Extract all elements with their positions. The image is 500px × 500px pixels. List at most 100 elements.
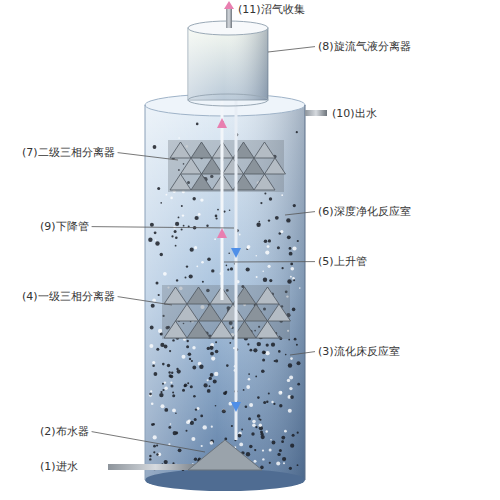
particle xyxy=(269,197,272,200)
particle xyxy=(194,246,197,249)
particle xyxy=(223,392,226,395)
particle xyxy=(169,374,172,377)
particle xyxy=(168,426,171,429)
particle xyxy=(257,396,260,399)
particle xyxy=(152,364,155,367)
particle xyxy=(195,216,199,220)
distributor-cone xyxy=(188,440,262,470)
particle xyxy=(173,431,177,435)
particle xyxy=(214,238,216,240)
particle xyxy=(198,213,201,216)
callout-label: (11)沼气收集 xyxy=(238,3,305,16)
separator-hood xyxy=(202,158,223,174)
callout-label: (10)出水 xyxy=(332,107,377,120)
downcomer-arrows xyxy=(231,72,241,412)
particle xyxy=(172,394,175,397)
particle xyxy=(247,245,251,249)
particle xyxy=(275,359,278,362)
first-three-phase-separator xyxy=(162,285,291,339)
particle xyxy=(226,364,229,367)
separator-hood xyxy=(244,158,265,174)
separator-hood xyxy=(187,287,210,304)
particle xyxy=(153,451,155,453)
particle xyxy=(248,373,250,375)
particle xyxy=(149,455,151,457)
particle xyxy=(196,265,198,267)
callout-label: (2)布水器 xyxy=(40,425,89,438)
particle xyxy=(289,467,292,470)
separator-hood xyxy=(170,174,191,190)
sludge-particles xyxy=(148,121,300,471)
particle xyxy=(279,449,282,452)
particle xyxy=(266,430,268,432)
particle xyxy=(202,281,204,283)
particle xyxy=(192,346,195,349)
particle xyxy=(287,279,291,283)
particle xyxy=(184,384,187,387)
particle xyxy=(268,239,271,242)
particle xyxy=(150,326,154,330)
particle xyxy=(160,391,162,393)
particle xyxy=(257,414,261,418)
particle xyxy=(272,441,276,445)
particle xyxy=(186,430,188,432)
particle xyxy=(209,377,212,380)
particle xyxy=(156,281,159,284)
particle xyxy=(290,395,294,399)
particle xyxy=(249,403,253,407)
particle xyxy=(190,385,193,388)
particle xyxy=(252,423,256,427)
second-three-phase-separator xyxy=(168,140,286,192)
particle xyxy=(191,437,195,441)
particle xyxy=(194,418,197,421)
separator-hood xyxy=(268,304,291,321)
particle xyxy=(241,429,243,431)
leader-line xyxy=(92,432,205,452)
particle xyxy=(174,230,177,233)
leader-line xyxy=(224,261,315,262)
separator-hood xyxy=(187,321,210,338)
gas-liquid-separator xyxy=(188,28,268,100)
leader-line xyxy=(118,297,172,305)
particle xyxy=(156,348,159,351)
particle xyxy=(214,372,218,376)
particle xyxy=(261,433,264,436)
particle xyxy=(271,343,275,347)
separator-hood xyxy=(164,287,187,304)
particle xyxy=(299,287,301,289)
particle xyxy=(297,383,300,386)
particle xyxy=(289,247,292,250)
particle xyxy=(294,338,297,341)
particle xyxy=(192,366,196,370)
particle xyxy=(275,216,279,220)
particle xyxy=(278,391,282,395)
particle xyxy=(154,372,158,376)
separator-hood xyxy=(191,142,212,158)
particle xyxy=(189,358,191,360)
particle xyxy=(211,357,215,361)
outlet-pipe xyxy=(305,110,327,116)
particle xyxy=(206,225,208,227)
particle xyxy=(276,462,280,466)
particle xyxy=(195,408,197,410)
separator-hood xyxy=(254,142,275,158)
particle xyxy=(186,345,189,348)
particle xyxy=(254,460,257,463)
callout-label: (9)下降管 xyxy=(40,220,89,233)
particle xyxy=(290,357,293,360)
particle xyxy=(264,240,268,244)
particle xyxy=(262,450,264,452)
particle xyxy=(148,238,152,242)
particle xyxy=(153,445,156,448)
particle xyxy=(262,458,264,460)
particle xyxy=(256,223,260,227)
particle xyxy=(190,248,194,252)
particle xyxy=(186,420,190,424)
particle xyxy=(265,251,269,255)
particle xyxy=(262,270,264,272)
particle xyxy=(158,329,162,333)
particle xyxy=(248,417,251,420)
particle xyxy=(266,344,269,347)
particle xyxy=(151,423,154,426)
particle xyxy=(203,425,207,429)
